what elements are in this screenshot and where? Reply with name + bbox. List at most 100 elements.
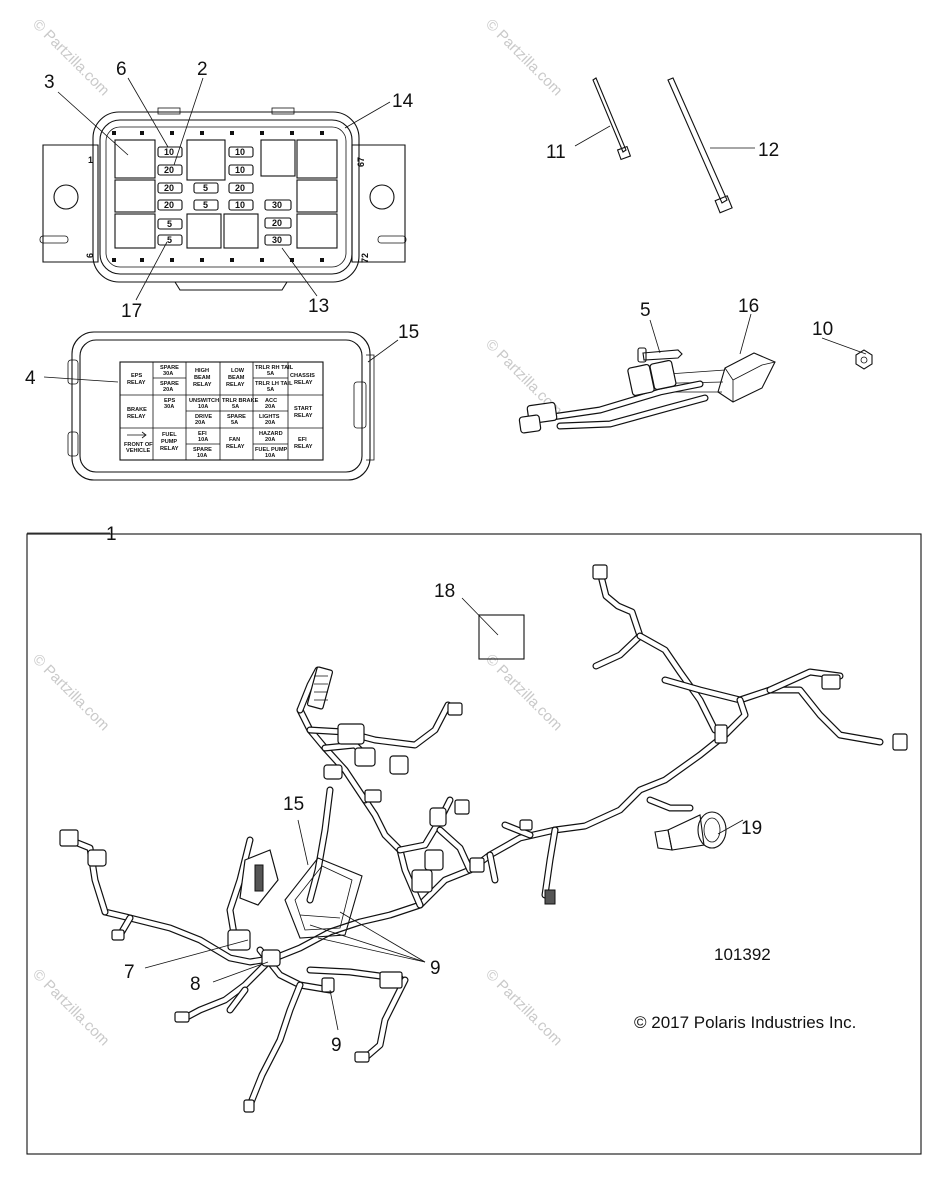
cover-label: FUEL [162,432,177,438]
callout-7: 7 [124,962,135,983]
fuse-value: 20 [235,183,245,193]
callout-12: 12 [758,140,779,161]
cover-label: EFI [298,437,307,443]
connector [714,724,728,744]
fuse-box-cover: EPS RELAY SPARE 30A HIGH BEAM RELAY LOW … [67,331,375,481]
harness-wire-core [247,982,303,1108]
cover-label: 10A [265,453,275,459]
watermark: © Partzilla.com [29,651,112,734]
connector [544,889,556,905]
harness-wire-core [362,977,408,1061]
connector [354,1051,370,1063]
cover-label: 20A [265,420,275,426]
callout-15: 15 [398,322,419,343]
connector [87,849,107,867]
harness-wire-core [437,827,473,873]
fuse [157,234,183,246]
fuse-column-center: 5 5 [193,182,219,211]
fuse-column-center-right: 10 10 20 10 [228,146,254,211]
cover-label: 20A [195,420,205,426]
fuse-value: 10 [164,147,174,157]
wiring-harness [66,568,884,1109]
edge-mark: 1 [88,155,93,165]
watermark: © Partzilla.com [29,16,112,99]
harness-wire-core [637,633,718,733]
cover-label: EPS [164,398,175,404]
callout-17: 17 [121,301,142,322]
cover-label: FAN [229,437,240,443]
watermark: © Partzilla.com [29,966,112,1049]
callout-6: 6 [116,59,127,80]
cover-label: 20A [163,387,173,393]
harness-wire-core [647,797,693,811]
cover-label: LOW [231,368,245,374]
cover-label: LIGHTS [259,414,280,420]
watermark: © Partzilla.com [482,16,565,99]
connector [592,564,608,580]
cover-label: HAZARD [259,431,283,437]
cover-label: START [294,406,313,412]
harness-wire-core [552,697,748,833]
fuse [228,182,254,194]
leader-lines [27,77,867,1031]
connector [429,807,447,827]
cover-label: EPS [131,373,142,379]
harness-fuse-box [284,857,363,939]
cover-label: BEAM [228,375,245,381]
cover-label: HIGH [195,368,209,374]
callout-15: 15 [283,794,304,815]
cover-label: 5A [267,387,274,393]
connector [174,1011,190,1023]
callout-1: 1 [106,524,117,545]
cover-label: EFI [198,431,207,437]
callout-3: 3 [44,72,55,93]
cover-label: BEAM [194,375,211,381]
harness-wire-core [593,569,643,669]
fuse-value: 20 [164,165,174,175]
fuse [157,218,183,230]
fuse-box-open: 10 20 20 20 5 5 5 5 10 10 20 [39,107,407,291]
switch-cap [697,811,727,849]
fuse-column-left: 10 20 20 20 5 5 [157,146,183,246]
copyright-text: © 2017 Polaris Industries Inc. [634,1013,856,1032]
harness-wire-core [182,957,273,1021]
harness-wire-core [487,852,498,883]
harness-wire [551,696,749,834]
connector [379,971,403,989]
fuse [264,234,292,246]
callout-10: 10 [812,319,833,340]
fuse [157,182,183,194]
fuse [157,164,183,176]
fuse-value: 20 [272,218,282,228]
fuse [157,199,183,211]
connector [364,789,382,803]
connector [469,857,485,873]
connector [354,747,376,767]
fuse-value: 5 [203,183,208,193]
callout-13: 13 [308,296,329,317]
cover-label: ACC [265,398,277,404]
cover-label: 5A [231,420,238,426]
connector [243,1099,255,1113]
connector [519,819,533,831]
cover-label: RELAY [294,413,313,419]
callout-8: 8 [190,974,201,995]
cover-label: 20A [265,437,275,443]
fuse [193,199,219,211]
cover-label: SPARE [193,447,212,453]
fuse [157,146,183,158]
fuse-column-right: 30 20 30 [264,199,292,246]
connector [424,849,444,871]
fuse [264,199,292,211]
callout-11: 11 [546,142,566,163]
fuse [264,217,292,229]
connector [111,929,125,941]
connector [454,799,470,815]
fuse [193,182,219,194]
fuse [228,146,254,158]
cover-label: CHASSIS [290,373,315,379]
cover-label: 10A [198,404,208,410]
fuse-value: 30 [272,235,282,245]
callout-5: 5 [640,300,651,321]
